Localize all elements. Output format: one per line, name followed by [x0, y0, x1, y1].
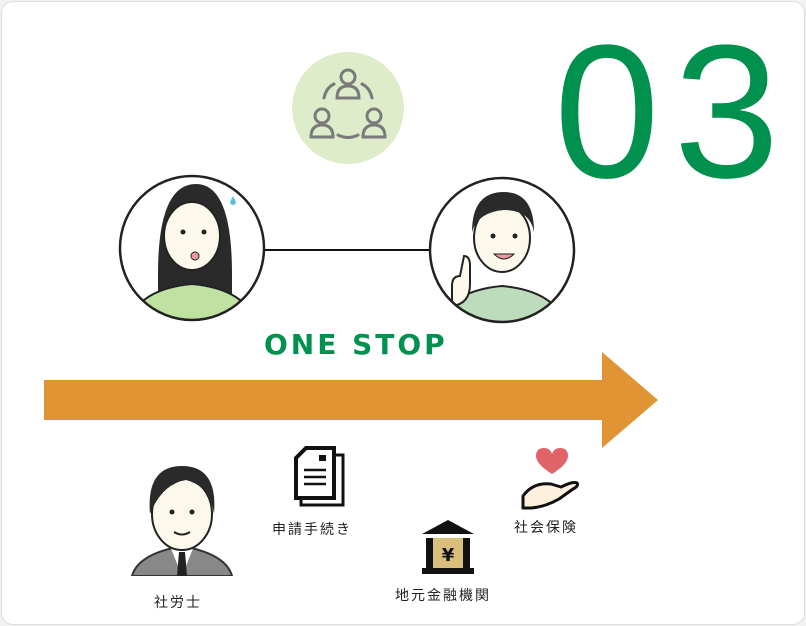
consultant-icon [130, 466, 234, 576]
people-cycle-icon [292, 52, 404, 164]
connector-line [264, 249, 430, 251]
item-label: 社労士 [154, 595, 202, 611]
thumbs-up-man-avatar [428, 176, 576, 324]
heart-hand-icon [521, 448, 579, 510]
bank-icon: ¥ [422, 520, 474, 574]
step-number: 03 [554, 6, 794, 218]
right-arrow-icon [44, 352, 658, 448]
one-stop-headline: ONE STOP [264, 328, 448, 361]
item-label: 社会保険 [514, 520, 578, 536]
item-label: 地元金融機関 [395, 588, 491, 604]
worried-woman-avatar [118, 174, 266, 322]
document-icon [294, 446, 345, 507]
svg-text:¥: ¥ [442, 545, 455, 566]
item-label: 申請手続き [272, 522, 352, 538]
